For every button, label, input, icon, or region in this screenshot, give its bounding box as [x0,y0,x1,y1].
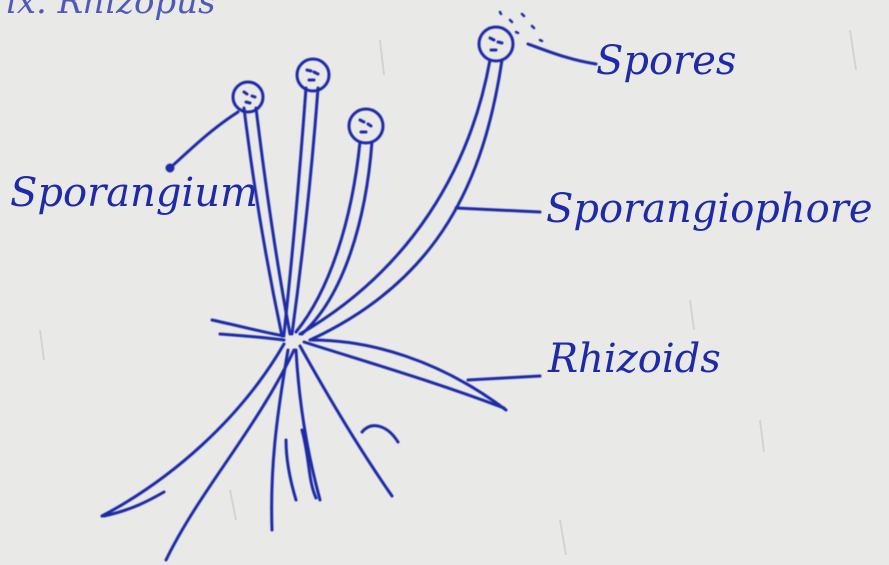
sporangium-head-4 [479,27,513,61]
heading-partial: ix. Rhizopus [6,0,216,22]
sporangiophore-2 [284,88,318,334]
label-sporangiophore: Sporangiophore [546,186,873,232]
label-sporangium: Sporangium [10,170,258,216]
released-spores [500,12,542,45]
sporangium-head-1 [233,82,263,112]
sporangium-head-3 [349,109,383,143]
rhizoids [102,340,506,560]
pointer-sporangiophore [456,208,540,212]
label-spores: Spores [596,38,736,84]
sporangiophore-1 [244,108,290,336]
sporangiophore-3 [296,142,372,334]
pointer-spores [528,44,596,64]
pointer-rhizoids [468,376,540,380]
sporangium-head-2 [297,59,329,91]
label-rhizoids: Rhizoids [548,336,721,382]
pointer-sporangium [170,112,238,168]
